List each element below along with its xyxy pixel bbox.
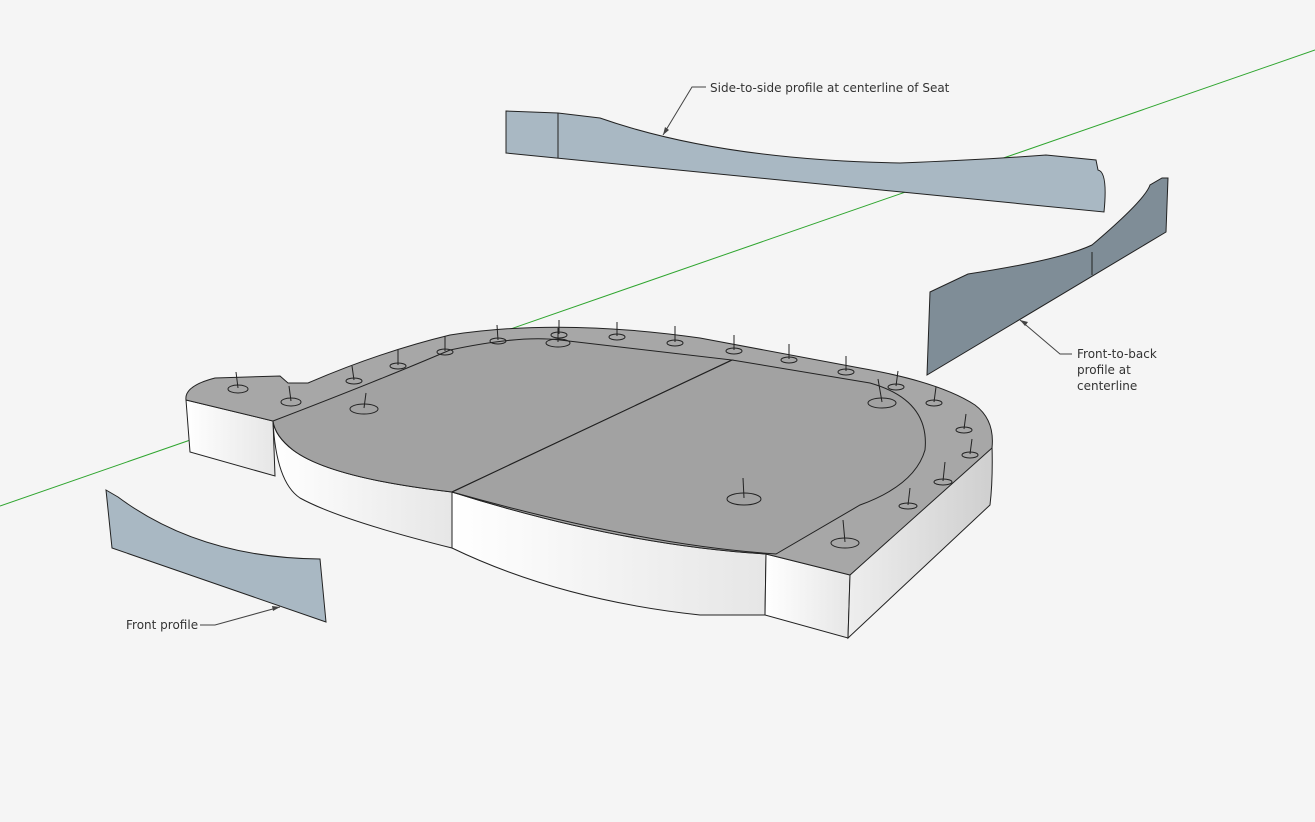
drill-hole-marker-icon	[925, 386, 943, 407]
drill-hole-marker-icon	[725, 335, 743, 355]
front-to-back-label-line2: profile at	[1077, 363, 1131, 377]
front-profile[interactable]	[105, 489, 327, 623]
front-to-back-label-line1: Front-to-back	[1077, 347, 1157, 361]
drill-hole-marker-icon	[898, 487, 918, 510]
drill-hole-marker-icon	[961, 438, 979, 459]
drill-hole-marker-icon	[436, 336, 454, 356]
drill-hole-marker-icon	[666, 326, 684, 347]
drill-hole-marker-icon	[550, 320, 568, 339]
side-profile-label: Side-to-side profile at centerline of Se…	[710, 81, 950, 95]
front-to-back-label-line3: centerline	[1077, 379, 1137, 393]
seat-top-left-half	[272, 338, 734, 493]
drill-hole-marker-icon	[489, 324, 507, 345]
drill-hole-marker-icon	[608, 322, 626, 341]
drill-hole-marker-icon	[933, 461, 953, 486]
drill-hole-marker-icon	[780, 344, 798, 364]
drill-hole-marker-icon	[389, 350, 407, 370]
drill-hole-marker-icon	[955, 413, 973, 434]
drill-hole-markers[interactable]	[227, 320, 979, 549]
drill-hole-marker-icon	[837, 356, 855, 376]
leader-lines	[200, 86, 1072, 626]
drill-hole-marker-icon	[887, 370, 905, 391]
drill-hole-marker-icon	[545, 328, 571, 348]
drill-hole-marker-icon	[349, 392, 379, 415]
seat-top-right-half	[450, 359, 926, 555]
drill-hole-marker-icon	[726, 477, 762, 506]
drill-hole-marker-icon	[867, 378, 897, 409]
drill-hole-marker-icon	[227, 371, 249, 394]
drill-hole-marker-icon	[280, 385, 302, 407]
drill-hole-marker-icon	[345, 365, 363, 385]
side-to-side-profile[interactable]	[505, 110, 1106, 213]
drill-hole-marker-icon	[830, 519, 860, 549]
front-to-back-profile[interactable]	[926, 177, 1169, 376]
seat-body[interactable]	[185, 326, 993, 640]
front-profile-label: Front profile	[126, 618, 198, 632]
